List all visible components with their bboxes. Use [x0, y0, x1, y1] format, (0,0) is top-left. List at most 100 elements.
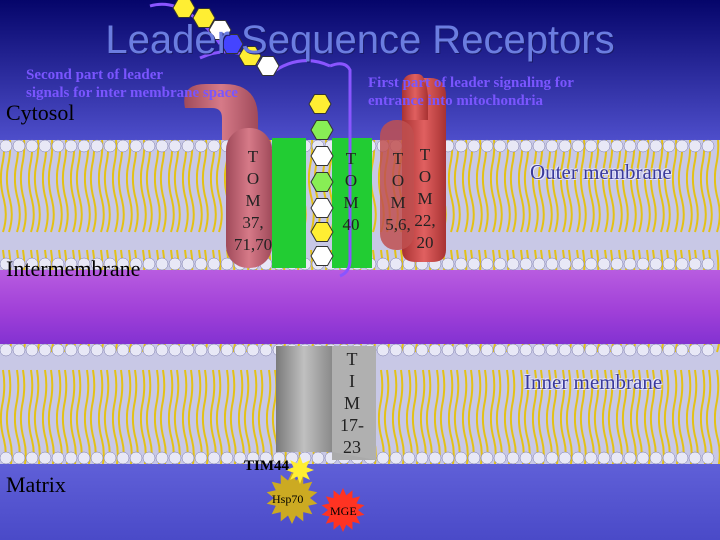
lipid-head [520, 344, 532, 356]
lipid-head [546, 140, 558, 152]
lipid-head [507, 452, 519, 464]
tom40-label: T O M 40 [336, 148, 366, 236]
second-part-note: Second part of leader signals for inter … [26, 66, 238, 102]
lipid-head [533, 140, 545, 152]
tom40-line: T [336, 148, 366, 170]
lipid-head [195, 140, 207, 152]
lipid-head [689, 258, 701, 270]
lipid-head [65, 344, 77, 356]
intermembrane-label: Intermembrane [6, 256, 140, 282]
lipid-head [689, 140, 701, 152]
tim17-23-line: M [332, 392, 372, 414]
lipid-head [91, 344, 103, 356]
lipid-head [585, 452, 597, 464]
amino-acid-hexagon [311, 199, 333, 218]
lipid-head [208, 258, 220, 270]
lipid-head [169, 452, 181, 464]
lipid-head [468, 452, 480, 464]
lipid-head [26, 344, 38, 356]
lipid-head [533, 344, 545, 356]
lipid-head [624, 452, 636, 464]
lipid-head [663, 344, 675, 356]
first-part-line-1: First part of leader signaling for [368, 74, 574, 92]
lipid-head [533, 452, 545, 464]
amino-acid-hexagon [311, 147, 333, 166]
lipid-head [637, 258, 649, 270]
lipid-head [507, 258, 519, 270]
lipid-head [0, 140, 12, 152]
lipid-head [585, 140, 597, 152]
tom22-20-line: M [410, 188, 440, 210]
lipid-head [520, 452, 532, 464]
lipid-head [507, 344, 519, 356]
lipid-head [169, 258, 181, 270]
lipid-head [572, 344, 584, 356]
lipid-head [663, 140, 675, 152]
tom40-line: 40 [336, 214, 366, 236]
lipid-head [130, 452, 142, 464]
lipid-head [585, 258, 597, 270]
lipid-head [39, 140, 51, 152]
lipid-head [481, 140, 493, 152]
lipid-head [390, 344, 402, 356]
amino-acid-hexagon [309, 95, 331, 114]
lipid-head [676, 140, 688, 152]
lipid-head [676, 258, 688, 270]
lipid-head [182, 344, 194, 356]
lipid-head [689, 344, 701, 356]
lipid-head [156, 452, 168, 464]
lipid-head [156, 258, 168, 270]
lipid-head [650, 258, 662, 270]
tom37-70-label: T O M 37, 71,70 [228, 146, 278, 256]
lipid-head [182, 452, 194, 464]
lipid-head [403, 344, 415, 356]
lipid-head [390, 452, 402, 464]
lipid-head [0, 344, 12, 356]
lipid-head [195, 452, 207, 464]
lipid-head [598, 140, 610, 152]
lipid-head [455, 344, 467, 356]
lipid-head [104, 452, 116, 464]
tim17-23-line: 23 [332, 436, 372, 458]
tom22-20-label: T O M 22, 20 [410, 144, 440, 254]
lipid-head [13, 140, 25, 152]
lipid-head [221, 344, 233, 356]
lipid-head [429, 452, 441, 464]
tom40-line: O [336, 170, 366, 192]
lipid-head [637, 452, 649, 464]
lipid-head [377, 344, 389, 356]
lipid-head [442, 258, 454, 270]
lipid-head [416, 452, 428, 464]
mge-label: MGE [330, 504, 357, 519]
lipid-head [143, 452, 155, 464]
lipid-head [611, 140, 623, 152]
lipid-head [455, 140, 467, 152]
lipid-head [494, 344, 506, 356]
tom22-20-line: O [410, 166, 440, 188]
tom22-20-line: 22, [410, 210, 440, 232]
tim17-23-line: I [332, 370, 372, 392]
lipid-head [481, 258, 493, 270]
tom37-70-line: 71,70 [228, 234, 278, 256]
lipid-head [91, 452, 103, 464]
lipid-head [78, 344, 90, 356]
lipid-head [26, 452, 38, 464]
lipid-head [52, 140, 64, 152]
lipid-head [156, 344, 168, 356]
first-part-line-2: entrance into mitochondria [368, 92, 574, 110]
amino-acid-hexagon [311, 173, 333, 192]
intermembrane-region [0, 270, 720, 352]
lipid-head [468, 344, 480, 356]
lipid-head [195, 344, 207, 356]
lipid-head [546, 258, 558, 270]
lipid-head [13, 344, 25, 356]
amino-acid-hexagon [311, 247, 333, 266]
lipid-head [650, 140, 662, 152]
lipid-head [468, 140, 480, 152]
lipid-head [702, 452, 714, 464]
tom22-20-line: T [410, 144, 440, 166]
lipid-head [260, 344, 272, 356]
lipid-head [169, 140, 181, 152]
lipid-head [442, 452, 454, 464]
lipid-head [559, 140, 571, 152]
